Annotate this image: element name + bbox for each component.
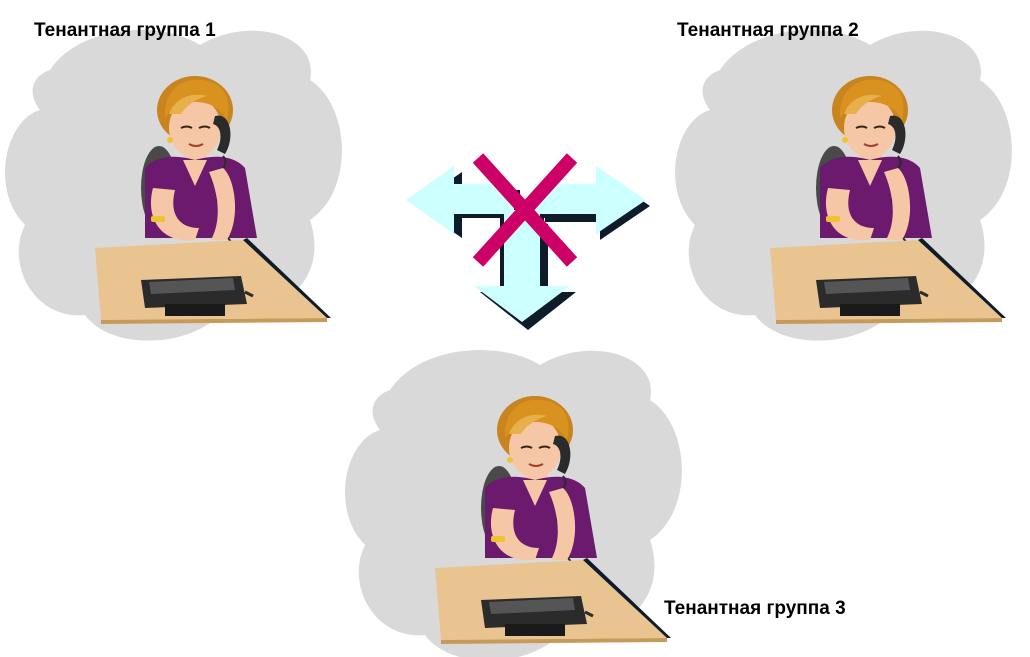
blocked-arrow-icon [406,153,650,330]
tenant-group-3 [345,350,682,657]
group-label-1: Тенантная группа 1 [34,20,216,41]
group-label-2: Тенантная группа 2 [677,20,859,41]
group-label-3: Тенантная группа 3 [664,598,846,619]
tenant-group-2 [675,30,1012,341]
tenant-group-1 [5,30,342,341]
blocked-cross-icon [472,153,578,267]
